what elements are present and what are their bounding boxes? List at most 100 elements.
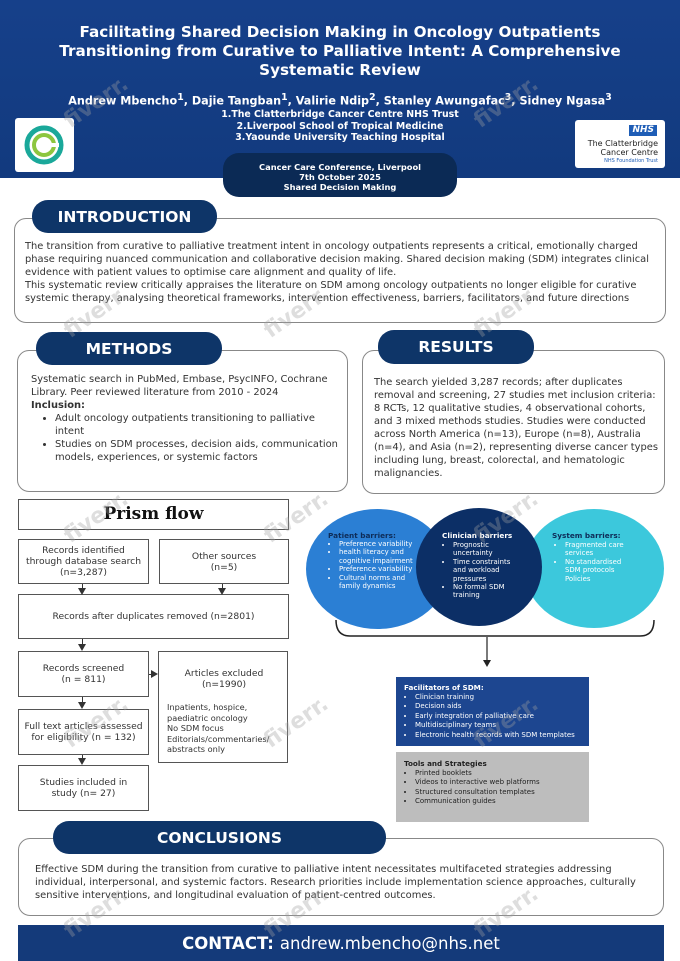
system-barriers-circle <box>524 509 664 628</box>
list-item: Printed booklets <box>415 769 581 779</box>
prisma-title: Prism flow <box>18 499 289 530</box>
contact-label: CONTACT: <box>182 933 274 953</box>
arrow-down-icon <box>78 644 86 651</box>
nhs-badge: NHS <box>629 125 657 136</box>
list-item: Videos to interactive web platforms <box>415 778 581 788</box>
facilitators-title: Facilitators of SDM: <box>404 683 484 692</box>
institution-logo-icon <box>15 118 74 172</box>
intro-paragraph: The transition from curative to palliati… <box>25 241 649 278</box>
prisma-screened: Records screened (n = 811) <box>18 651 149 697</box>
title-line-3: Systematic Review <box>259 61 421 79</box>
author-sup: 3 <box>605 92 612 103</box>
list-item: Structured consultation templates <box>415 788 581 798</box>
clinician-barriers-title: Clinician barriers <box>442 531 513 540</box>
nhs-trust-logo: NHS The Clatterbridge Cancer Centre NHS … <box>575 120 665 168</box>
conference-banner: Cancer Care Conference, Liverpool 7th Oc… <box>223 153 457 197</box>
flow-connector <box>149 674 152 675</box>
author-name: Valirie Ndip <box>295 94 370 108</box>
author-name: Stanley Awungafac <box>383 94 505 108</box>
conference-line: 7th October 2025 <box>299 172 381 182</box>
list-item: Clinician training <box>415 693 581 703</box>
clinician-barriers-list: Prognostic uncertainty Time constraints … <box>444 541 522 600</box>
author-sup: 1 <box>281 92 288 103</box>
contact-bar: CONTACT: andrew.mbencho@nhs.net <box>18 925 664 961</box>
intro-paragraph: This systematic review critically apprai… <box>25 280 637 304</box>
list-item: Cultural norms and family dynamics <box>339 574 424 591</box>
list-item: Studies on SDM processes, decision aids,… <box>55 438 341 464</box>
inclusion-label: Inclusion: <box>31 400 85 411</box>
arrow-down-icon <box>78 588 86 595</box>
author-name: Dajie Tangban <box>191 94 282 108</box>
list-item: Multidisciplinary teams <box>415 721 581 731</box>
facilitators-list: Clinician training Decision aids Early i… <box>404 693 581 741</box>
tools-title: Tools and Strategies <box>404 759 487 768</box>
patient-barriers-list: Preference variability health literacy a… <box>330 540 424 590</box>
conclusions-text: Effective SDM during the transition from… <box>35 864 636 901</box>
clinician-barriers-circle <box>416 508 542 626</box>
prisma-after-duplicates: Records after duplicates removed (n=2801… <box>18 594 289 639</box>
list-item: Preference variability <box>339 565 424 573</box>
results-panel: The search yielded 3,287 records; after … <box>362 350 665 494</box>
list-item: Early integration of palliative care <box>415 712 581 722</box>
affiliations: 1.The Clatterbridge Cancer Centre NHS Tr… <box>0 109 680 144</box>
conference-line: Cancer Care Conference, Liverpool <box>259 162 421 172</box>
title-line-1: Facilitating Shared Decision Making in O… <box>79 23 601 41</box>
flow-connector <box>82 639 83 645</box>
affiliation: 2.Liverpool School of Tropical Medicine <box>236 120 444 132</box>
list-item: health literacy and cognitive impairment <box>339 548 424 565</box>
list-item: Communication guides <box>415 797 581 807</box>
arrow-right-icon <box>151 670 158 678</box>
author-sup: 2 <box>369 92 376 103</box>
list-item: Fragmented care services <box>565 541 638 558</box>
tools-list: Printed booklets Videos to interactive w… <box>404 769 581 807</box>
excluded-reason: Inpatients, hospice, paediatric oncology <box>167 702 248 723</box>
excluded-title: Articles excluded (n=1990) <box>184 668 264 690</box>
author-name: Andrew Mbencho <box>68 94 178 108</box>
conference-line: Shared Decision Making <box>283 182 397 192</box>
tools-box: Tools and Strategies Printed booklets Vi… <box>396 752 589 822</box>
prisma-fulltext: Full text articles assessed for eligibil… <box>18 709 149 755</box>
patient-barriers-title: Patient barriers: <box>328 531 396 540</box>
excluded-reason: Editorials/commentaries/ abstracts only <box>167 733 270 755</box>
list-item: Electronic health records with SDM templ… <box>415 731 581 741</box>
methods-text: Systematic search in PubMed, Embase, Psy… <box>31 374 328 398</box>
excluded-reason: No SDM focus <box>167 723 224 733</box>
trust-subtitle: NHS Foundation Trust <box>604 158 658 164</box>
flow-connector <box>82 755 83 759</box>
affiliation: 3.Yaounde University Teaching Hospital <box>235 132 445 143</box>
list-item: Decision aids <box>415 702 581 712</box>
methods-heading: METHODS <box>36 332 222 365</box>
list-item: No formal SDM training <box>453 583 522 600</box>
methods-body: Systematic search in PubMed, Embase, Psy… <box>31 373 341 464</box>
affiliation: 1.The Clatterbridge Cancer Centre NHS Tr… <box>221 109 459 120</box>
contact-email[interactable]: andrew.mbencho@nhs.net <box>279 933 500 953</box>
trust-name: The Clatterbridge Cancer Centre <box>588 139 658 157</box>
flow-connector <box>82 584 83 589</box>
arrow-down-icon <box>78 758 86 765</box>
trust-name-line: Cancer Centre <box>600 148 658 157</box>
barriers-bracket <box>335 619 655 667</box>
prisma-included: Studies included in study (n= 27) <box>18 765 149 811</box>
system-barriers-list: Fragmented care services No standardised… <box>556 541 638 583</box>
list-item: Prognostic uncertainty <box>453 541 522 558</box>
title-line-2: Transitioning from Curative to Palliativ… <box>59 42 621 60</box>
author-list: Andrew Mbencho1, Dajie Tangban1, Valirie… <box>68 92 612 108</box>
introduction-panel: The transition from curative to palliati… <box>14 218 666 323</box>
list-item: Time constraints and workload pressures <box>453 558 522 583</box>
author-name: Sidney Ngasa <box>519 94 606 108</box>
author-sup: 3 <box>504 92 512 103</box>
flow-connector <box>222 584 223 589</box>
methods-panel: Systematic search in PubMed, Embase, Psy… <box>17 350 348 492</box>
poster-header: Facilitating Shared Decision Making in O… <box>0 0 680 178</box>
arrow-down-icon <box>218 588 226 595</box>
excluded-reasons: Inpatients, hospice, paediatric oncology… <box>167 702 281 755</box>
list-item: No standardised SDM protocols Policies <box>565 558 638 583</box>
facilitators-box: Facilitators of SDM: Clinician training … <box>396 677 589 746</box>
prisma-identified: Records identified through database sear… <box>18 539 149 584</box>
results-text: The search yielded 3,287 records; after … <box>374 377 659 479</box>
inclusion-list: Adult oncology outpatients transitioning… <box>55 412 341 464</box>
trust-name-line: The Clatterbridge <box>587 139 658 148</box>
conclusions-heading: CONCLUSIONS <box>53 821 386 854</box>
arrow-down-icon <box>78 702 86 709</box>
list-item: Adult oncology outpatients transitioning… <box>55 412 341 438</box>
